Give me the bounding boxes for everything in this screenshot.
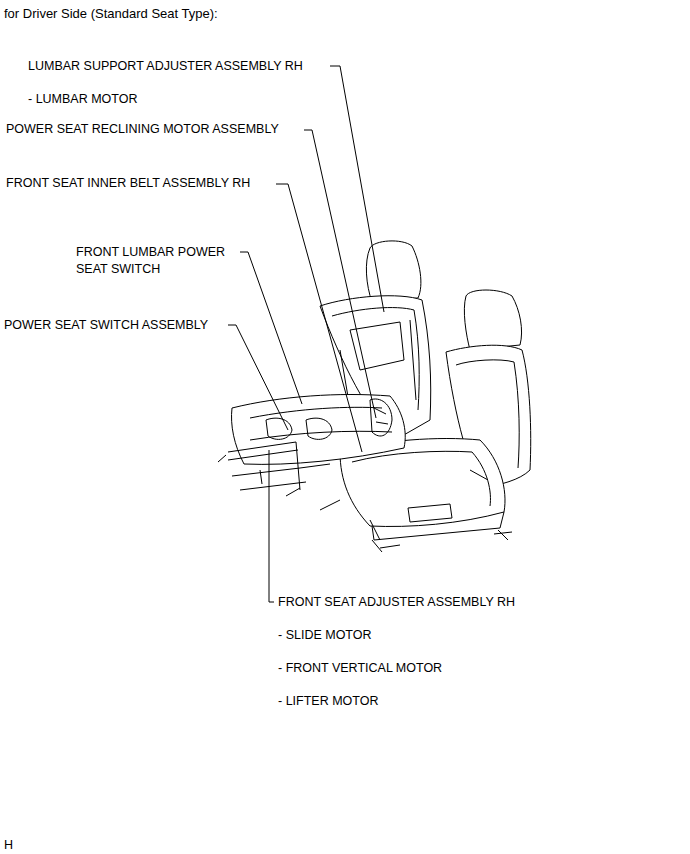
part-label: FRONT LUMBAR POWER SEAT SWITCH [76,244,251,278]
part-label: POWER SEAT RECLINING MOTOR ASSEMBLY [6,121,279,138]
part-label: FRONT SEAT INNER BELT ASSEMBLY RH [6,175,250,192]
part-label: LUMBAR SUPPORT ADJUSTER ASSEMBLY RH [28,58,303,75]
part-label: - LIFTER MOTOR [278,693,378,710]
figure-code: H [4,837,13,854]
part-label: - FRONT VERTICAL MOTOR [278,660,442,677]
part-label: POWER SEAT SWITCH ASSEMBLY [4,317,208,334]
part-label: - SLIDE MOTOR [278,627,372,644]
part-label: FRONT SEAT ADJUSTER ASSEMBLY RH [278,594,515,611]
part-label: - LUMBAR MOTOR [28,91,138,108]
diagram-title: for Driver Side (Standard Seat Type): [4,6,218,21]
